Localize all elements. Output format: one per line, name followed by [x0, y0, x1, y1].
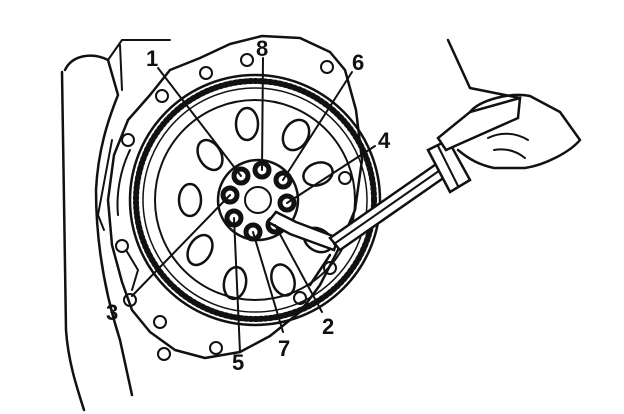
leader-8 — [261, 57, 264, 171]
callout-3: 3 — [106, 300, 118, 325]
flywheel — [128, 73, 382, 327]
hub-bolt-3 — [220, 185, 240, 205]
leader-7 — [252, 231, 284, 333]
engine-block-outline — [60, 39, 171, 412]
callout-2: 2 — [322, 314, 334, 339]
ring-gear-teeth — [133, 78, 377, 322]
leader-6 — [282, 71, 353, 181]
hub-bolt-6 — [273, 170, 293, 190]
hub-bolt-7 — [243, 222, 263, 242]
leader-lines — [131, 57, 376, 353]
leader-4 — [286, 145, 376, 204]
callout-numbers: 1 8 6 4 3 2 7 5 — [106, 36, 391, 375]
callout-8: 8 — [256, 36, 268, 61]
flywheel-lightening-holes — [177, 106, 334, 301]
callout-4: 4 — [378, 128, 391, 153]
hub-bolt-1 — [231, 166, 251, 186]
callout-5: 5 — [232, 350, 244, 375]
callout-1: 1 — [146, 46, 158, 71]
callout-7: 7 — [278, 336, 290, 361]
wrench-tool — [266, 38, 582, 287]
leader-1 — [157, 67, 242, 177]
leader-5 — [233, 217, 241, 353]
housing-flange — [106, 34, 364, 361]
callout-6: 6 — [352, 50, 364, 75]
flange-bolt-holes — [115, 53, 352, 361]
leader-2 — [274, 224, 323, 313]
leader-3 — [131, 194, 231, 297]
hub-bolt-4 — [277, 193, 297, 213]
